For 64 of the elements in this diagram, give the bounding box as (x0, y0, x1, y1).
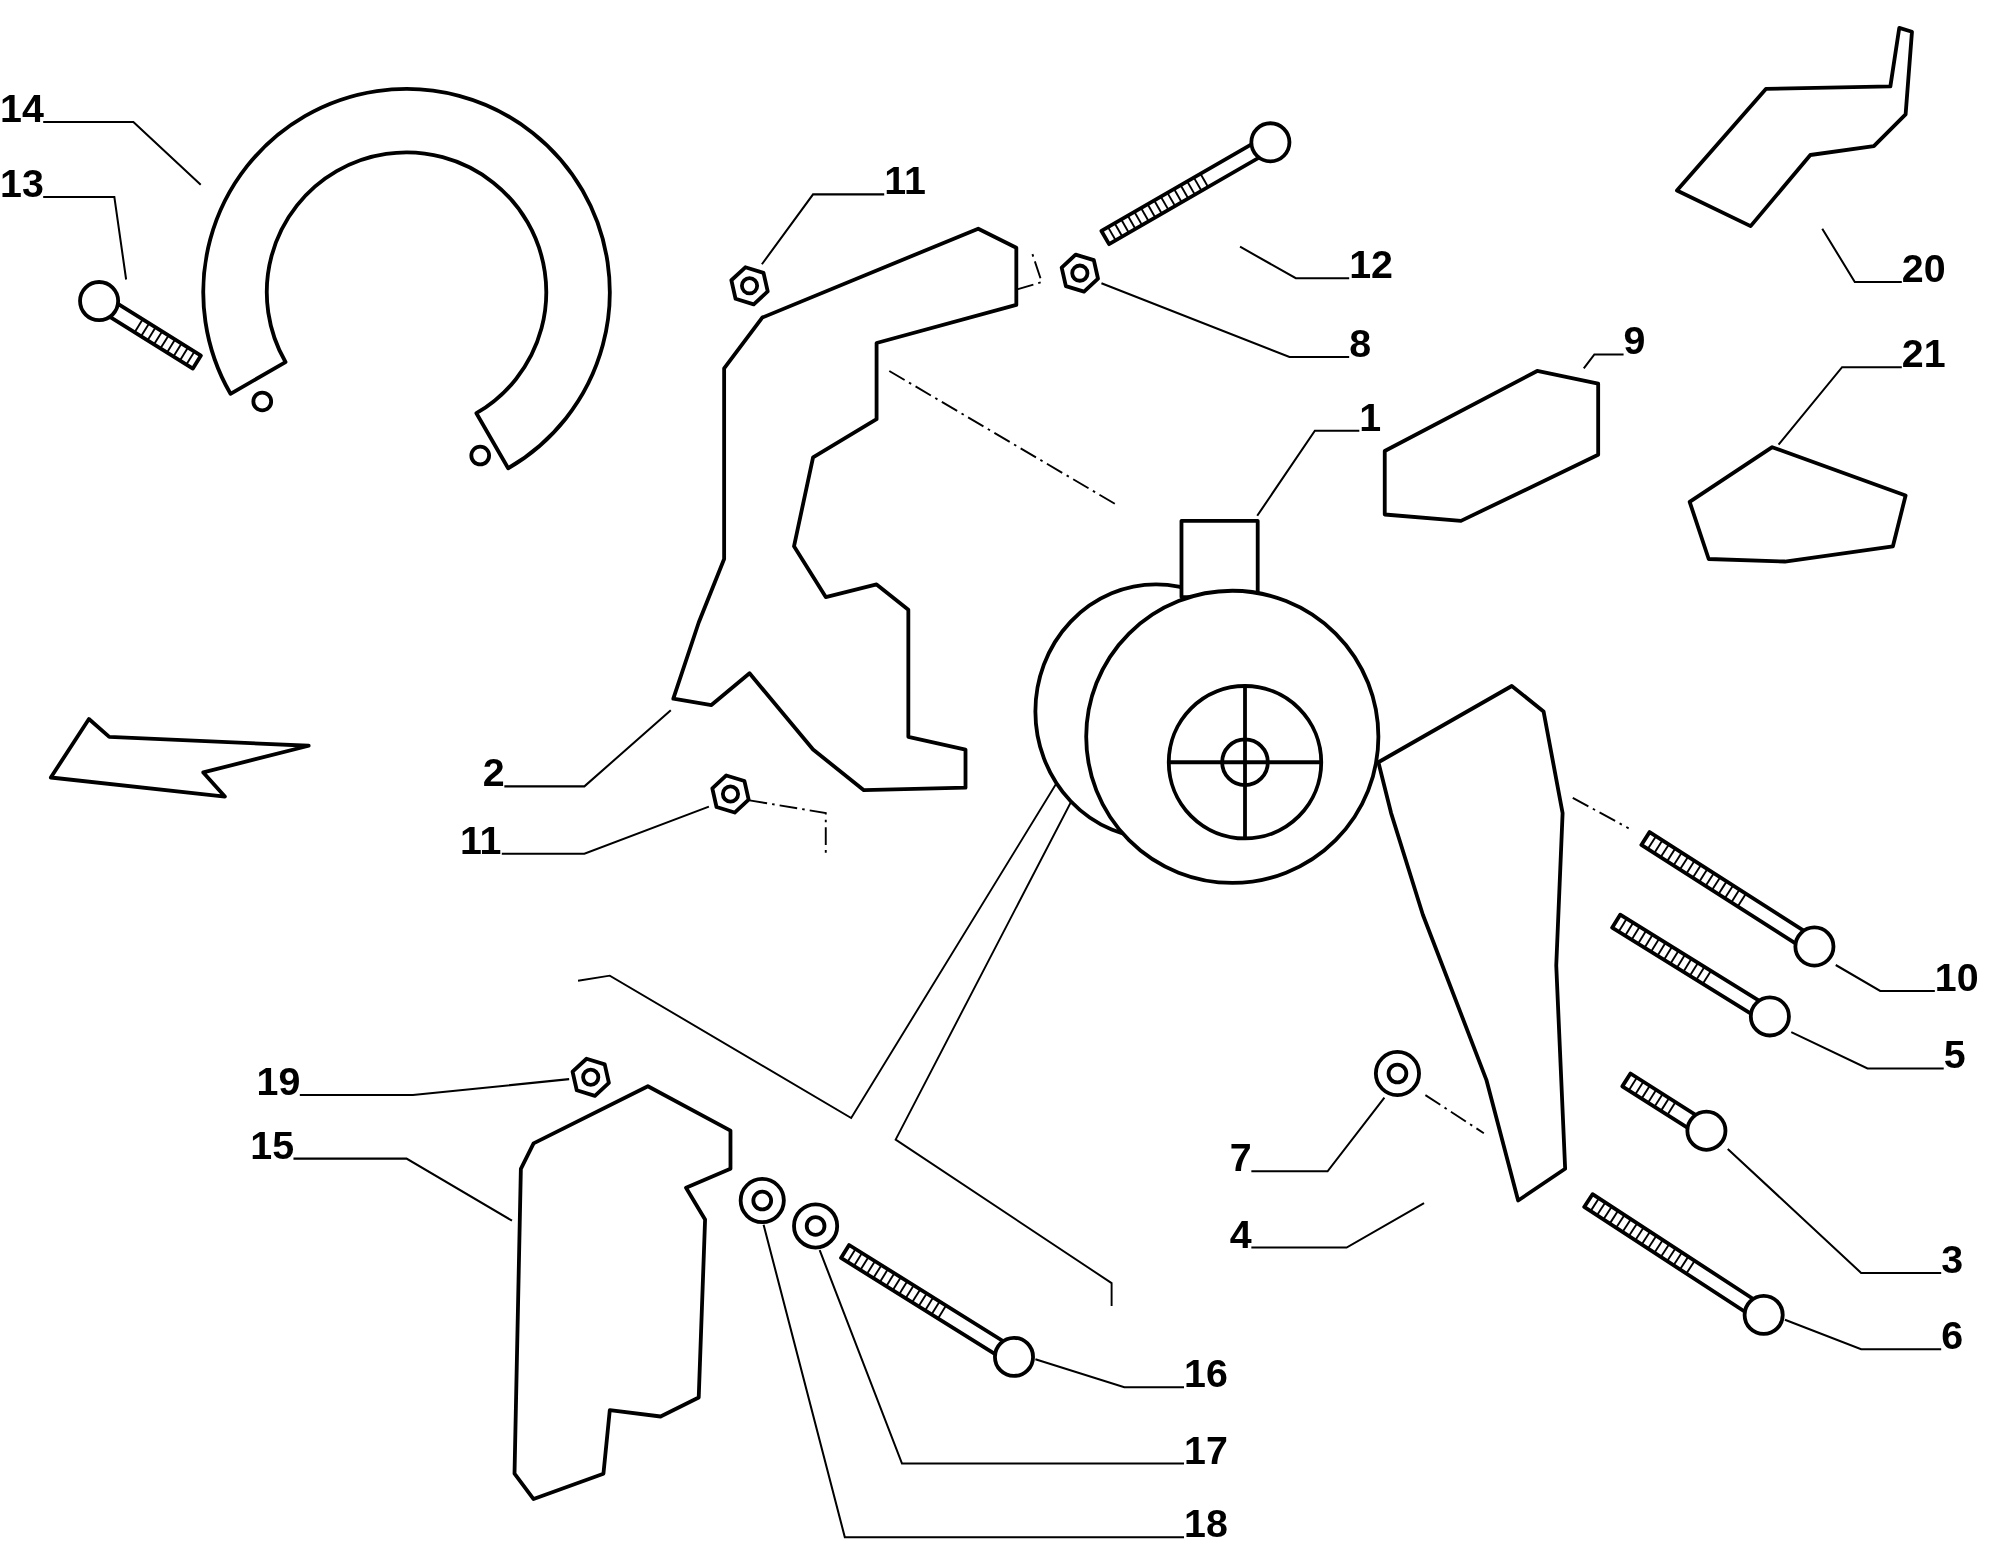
callout-number: 8 (1349, 323, 1372, 365)
washer-drawing (1373, 1049, 1422, 1098)
callout-number: 13 (0, 163, 44, 205)
callout-number: 14 (0, 88, 44, 130)
leader-line (1784, 1318, 1942, 1351)
callout-number: 21 (1901, 334, 1946, 375)
nut-drawing (727, 264, 772, 308)
leader-line (1239, 245, 1350, 280)
leader-line (1790, 1031, 1944, 1070)
leader-line (762, 1224, 1184, 1539)
nut-drawing (569, 1055, 613, 1099)
callout-number: 11 (884, 161, 926, 202)
callout-number: 16 (1184, 1354, 1228, 1395)
bracket-drawing (1687, 444, 1909, 565)
bolt-drawing (1581, 1191, 1785, 1337)
bolt-drawing (77, 279, 204, 372)
leader-line (1582, 353, 1624, 370)
bracket-drawing (1382, 368, 1601, 524)
callout-number: 12 (1349, 245, 1393, 286)
nut-drawing (708, 772, 753, 816)
bracket-drawing (1674, 25, 1915, 229)
callout-number: 15 (250, 1125, 295, 1167)
callout-number: 2 (482, 753, 505, 794)
callout-number: 18 (1184, 1504, 1228, 1545)
bolt-drawing (1619, 1070, 1728, 1153)
clamp-drawing (200, 86, 613, 471)
leader-line (43, 195, 128, 280)
leader-line (501, 805, 710, 855)
leader-line (1251, 1097, 1386, 1173)
bolt-drawing (838, 1242, 1036, 1379)
washer-drawing (791, 1201, 840, 1251)
callout-number: 4 (1229, 1214, 1252, 1256)
leader-line (1821, 228, 1902, 284)
bolt-drawing (1609, 912, 1792, 1038)
bracket-drawing (670, 226, 1019, 793)
leader-line (1777, 366, 1902, 446)
bracket-drawing (1375, 683, 1568, 1204)
callout-number: 7 (1229, 1138, 1252, 1179)
callout-number: 6 (1941, 1316, 1964, 1357)
callout-number: 11 (459, 820, 502, 862)
callout-number: 20 (1901, 249, 1946, 290)
bracket-drawing (511, 1083, 734, 1502)
callout-number: 5 (1943, 1035, 1966, 1077)
washer-drawing (738, 1176, 787, 1225)
callout-number: 17 (1184, 1430, 1228, 1472)
leader-line (1835, 964, 1935, 992)
leader-line (1101, 282, 1350, 358)
leader-line (293, 1157, 513, 1222)
leader-line (1251, 1202, 1425, 1249)
leader-line (1256, 429, 1360, 517)
callout-number: 10 (1934, 957, 1979, 999)
callout-number: 3 (1941, 1239, 1964, 1281)
leader-line (299, 1078, 570, 1097)
callout-number: 1 (1359, 397, 1382, 439)
callout-number: 19 (256, 1062, 301, 1103)
bolt-drawing (1098, 120, 1292, 247)
leader-line (43, 120, 202, 186)
leader-line (761, 193, 885, 265)
leader-line (818, 1249, 1184, 1465)
leader-line (1035, 1358, 1184, 1389)
leader-line (504, 709, 672, 788)
nut-drawing (1058, 251, 1102, 295)
leader-line (1727, 1148, 1942, 1274)
callout-number: 9 (1623, 321, 1646, 363)
